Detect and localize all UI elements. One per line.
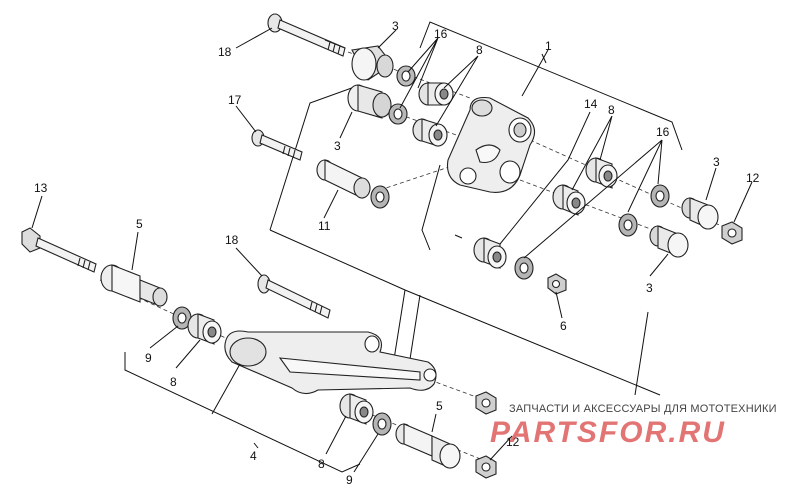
callout-16-top: 16 (434, 27, 448, 41)
bearing-8-right-top (585, 157, 618, 189)
parts (21, 13, 743, 479)
tie-rod-link-4 (224, 330, 437, 395)
leader-lines (31, 27, 753, 473)
seal-16-right-a (650, 184, 670, 208)
callout-18-lower: 18 (225, 233, 239, 247)
callout-11: 11 (318, 219, 331, 233)
callout-8-top: 8 (476, 43, 483, 57)
seal-16-lower-right (514, 256, 534, 280)
sleeve-5-bottom (395, 423, 461, 469)
bolt-13 (21, 227, 97, 273)
callout-9-left: 9 (145, 351, 152, 365)
callout-5-left: 5 (136, 217, 143, 231)
callout-5-bottom: 5 (436, 399, 443, 413)
rocker-link-1 (446, 96, 536, 193)
seal-16-mid (388, 103, 408, 125)
bushing-3-top (351, 45, 394, 81)
bearing-8-right-mid (552, 184, 586, 216)
seal-16-right-b (618, 213, 638, 237)
nut-12-upper (475, 391, 497, 415)
callout-17: 17 (228, 93, 242, 107)
bolt-18-lower (257, 274, 331, 319)
watermark-caption: ЗАПЧАСТИ И АКСЕССУАРЫ ДЛЯ МОТОТЕХНИКИ (509, 403, 777, 415)
watermark-logo: PARTSFOR.RU (490, 416, 726, 449)
callout-3-mid: 3 (334, 139, 341, 153)
bolt-18-top (267, 13, 346, 57)
callout-labels: 1 3 3 3 3 4 5 5 6 8 8 8 8 8 9 9 11 12 12… (34, 19, 760, 487)
callout-8-bottom: 8 (318, 457, 325, 471)
spacer-11 (316, 159, 371, 199)
bushing-3-right-top (681, 197, 719, 230)
callout-8-right: 8 (608, 103, 615, 117)
callout-3-top: 3 (392, 19, 399, 33)
bolt-17 (251, 129, 303, 161)
bearing-8-left (187, 313, 222, 345)
bearing-8-bottom (339, 393, 374, 425)
bushing-3-right-bottom (649, 225, 689, 258)
bracket-lines (124, 21, 683, 473)
seal-9-bottom (372, 412, 392, 436)
callout-9-bottom: 9 (346, 473, 353, 487)
bushing-3-mid (347, 84, 392, 119)
bearing-8-mid (412, 118, 448, 147)
callout-3-lower: 3 (646, 281, 653, 295)
washer-6 (547, 273, 567, 295)
bearing-8-lower-right (473, 237, 507, 269)
callout-3-right: 3 (713, 155, 720, 169)
callout-8-left: 8 (170, 375, 177, 389)
callout-13: 13 (34, 181, 48, 195)
bracket-4 (124, 352, 361, 473)
callout-6: 6 (560, 319, 567, 333)
sleeve-5-left (100, 264, 168, 307)
callout-14: 14 (584, 97, 598, 111)
callout-1: 1 (545, 39, 552, 53)
callout-16-right: 16 (656, 125, 670, 139)
callout-12-bottom: 12 (506, 435, 520, 449)
callout-12-right: 12 (746, 171, 760, 185)
bracket-1 (419, 21, 683, 151)
seal-16-top (396, 65, 416, 87)
bearing-8-top (418, 82, 454, 106)
nut-12-right (721, 221, 743, 245)
nut-12-bottom (475, 455, 497, 479)
callout-4: 4 (250, 449, 257, 463)
seal-16-low (370, 185, 390, 209)
callout-18-top: 18 (218, 45, 232, 59)
